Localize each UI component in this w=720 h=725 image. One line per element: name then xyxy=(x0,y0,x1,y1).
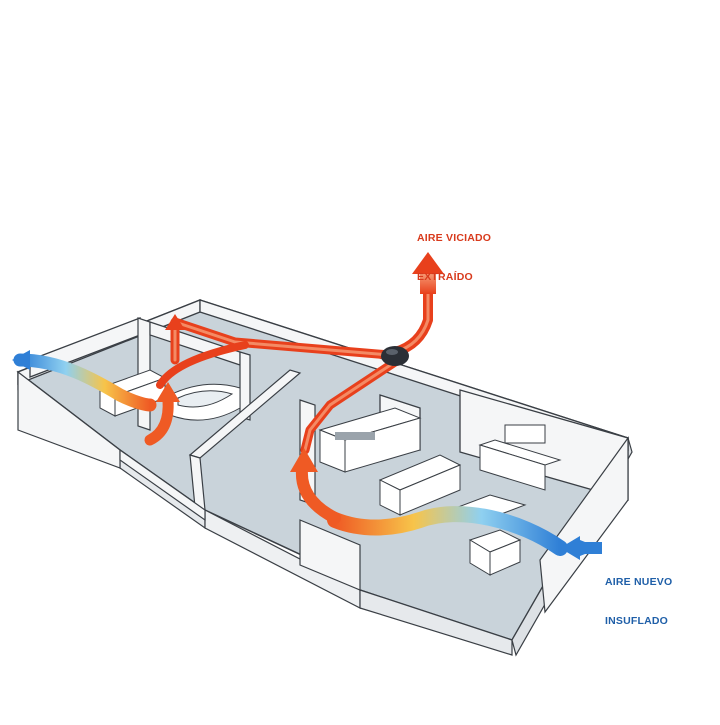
supply-flow-living xyxy=(290,448,568,556)
supply-flow-bedroom xyxy=(12,350,180,446)
armchair xyxy=(468,529,522,576)
extracted-air-label-line2: EXTRAÍDO xyxy=(417,271,473,283)
sofa xyxy=(378,454,462,516)
supply-arrow-icon xyxy=(560,536,602,560)
supply-air-label: AIRE NUEVO INSUFLADO xyxy=(605,550,672,654)
ventilation-unit-icon xyxy=(381,346,409,366)
extracted-air-label-line1: AIRE VICIADO xyxy=(417,232,492,244)
supply-air-label-line1: AIRE NUEVO xyxy=(605,576,673,588)
supply-air-label-line2: INSUFLADO xyxy=(605,615,669,627)
sideboard xyxy=(478,424,562,491)
bathtub xyxy=(169,383,241,421)
bathroom-extract-inlet xyxy=(165,314,185,330)
exhaust-arrow-icon xyxy=(412,252,444,294)
kitchen-counter xyxy=(318,407,422,473)
extracted-air-label: AIRE VICIADO EXTRAÍDO xyxy=(417,206,491,310)
